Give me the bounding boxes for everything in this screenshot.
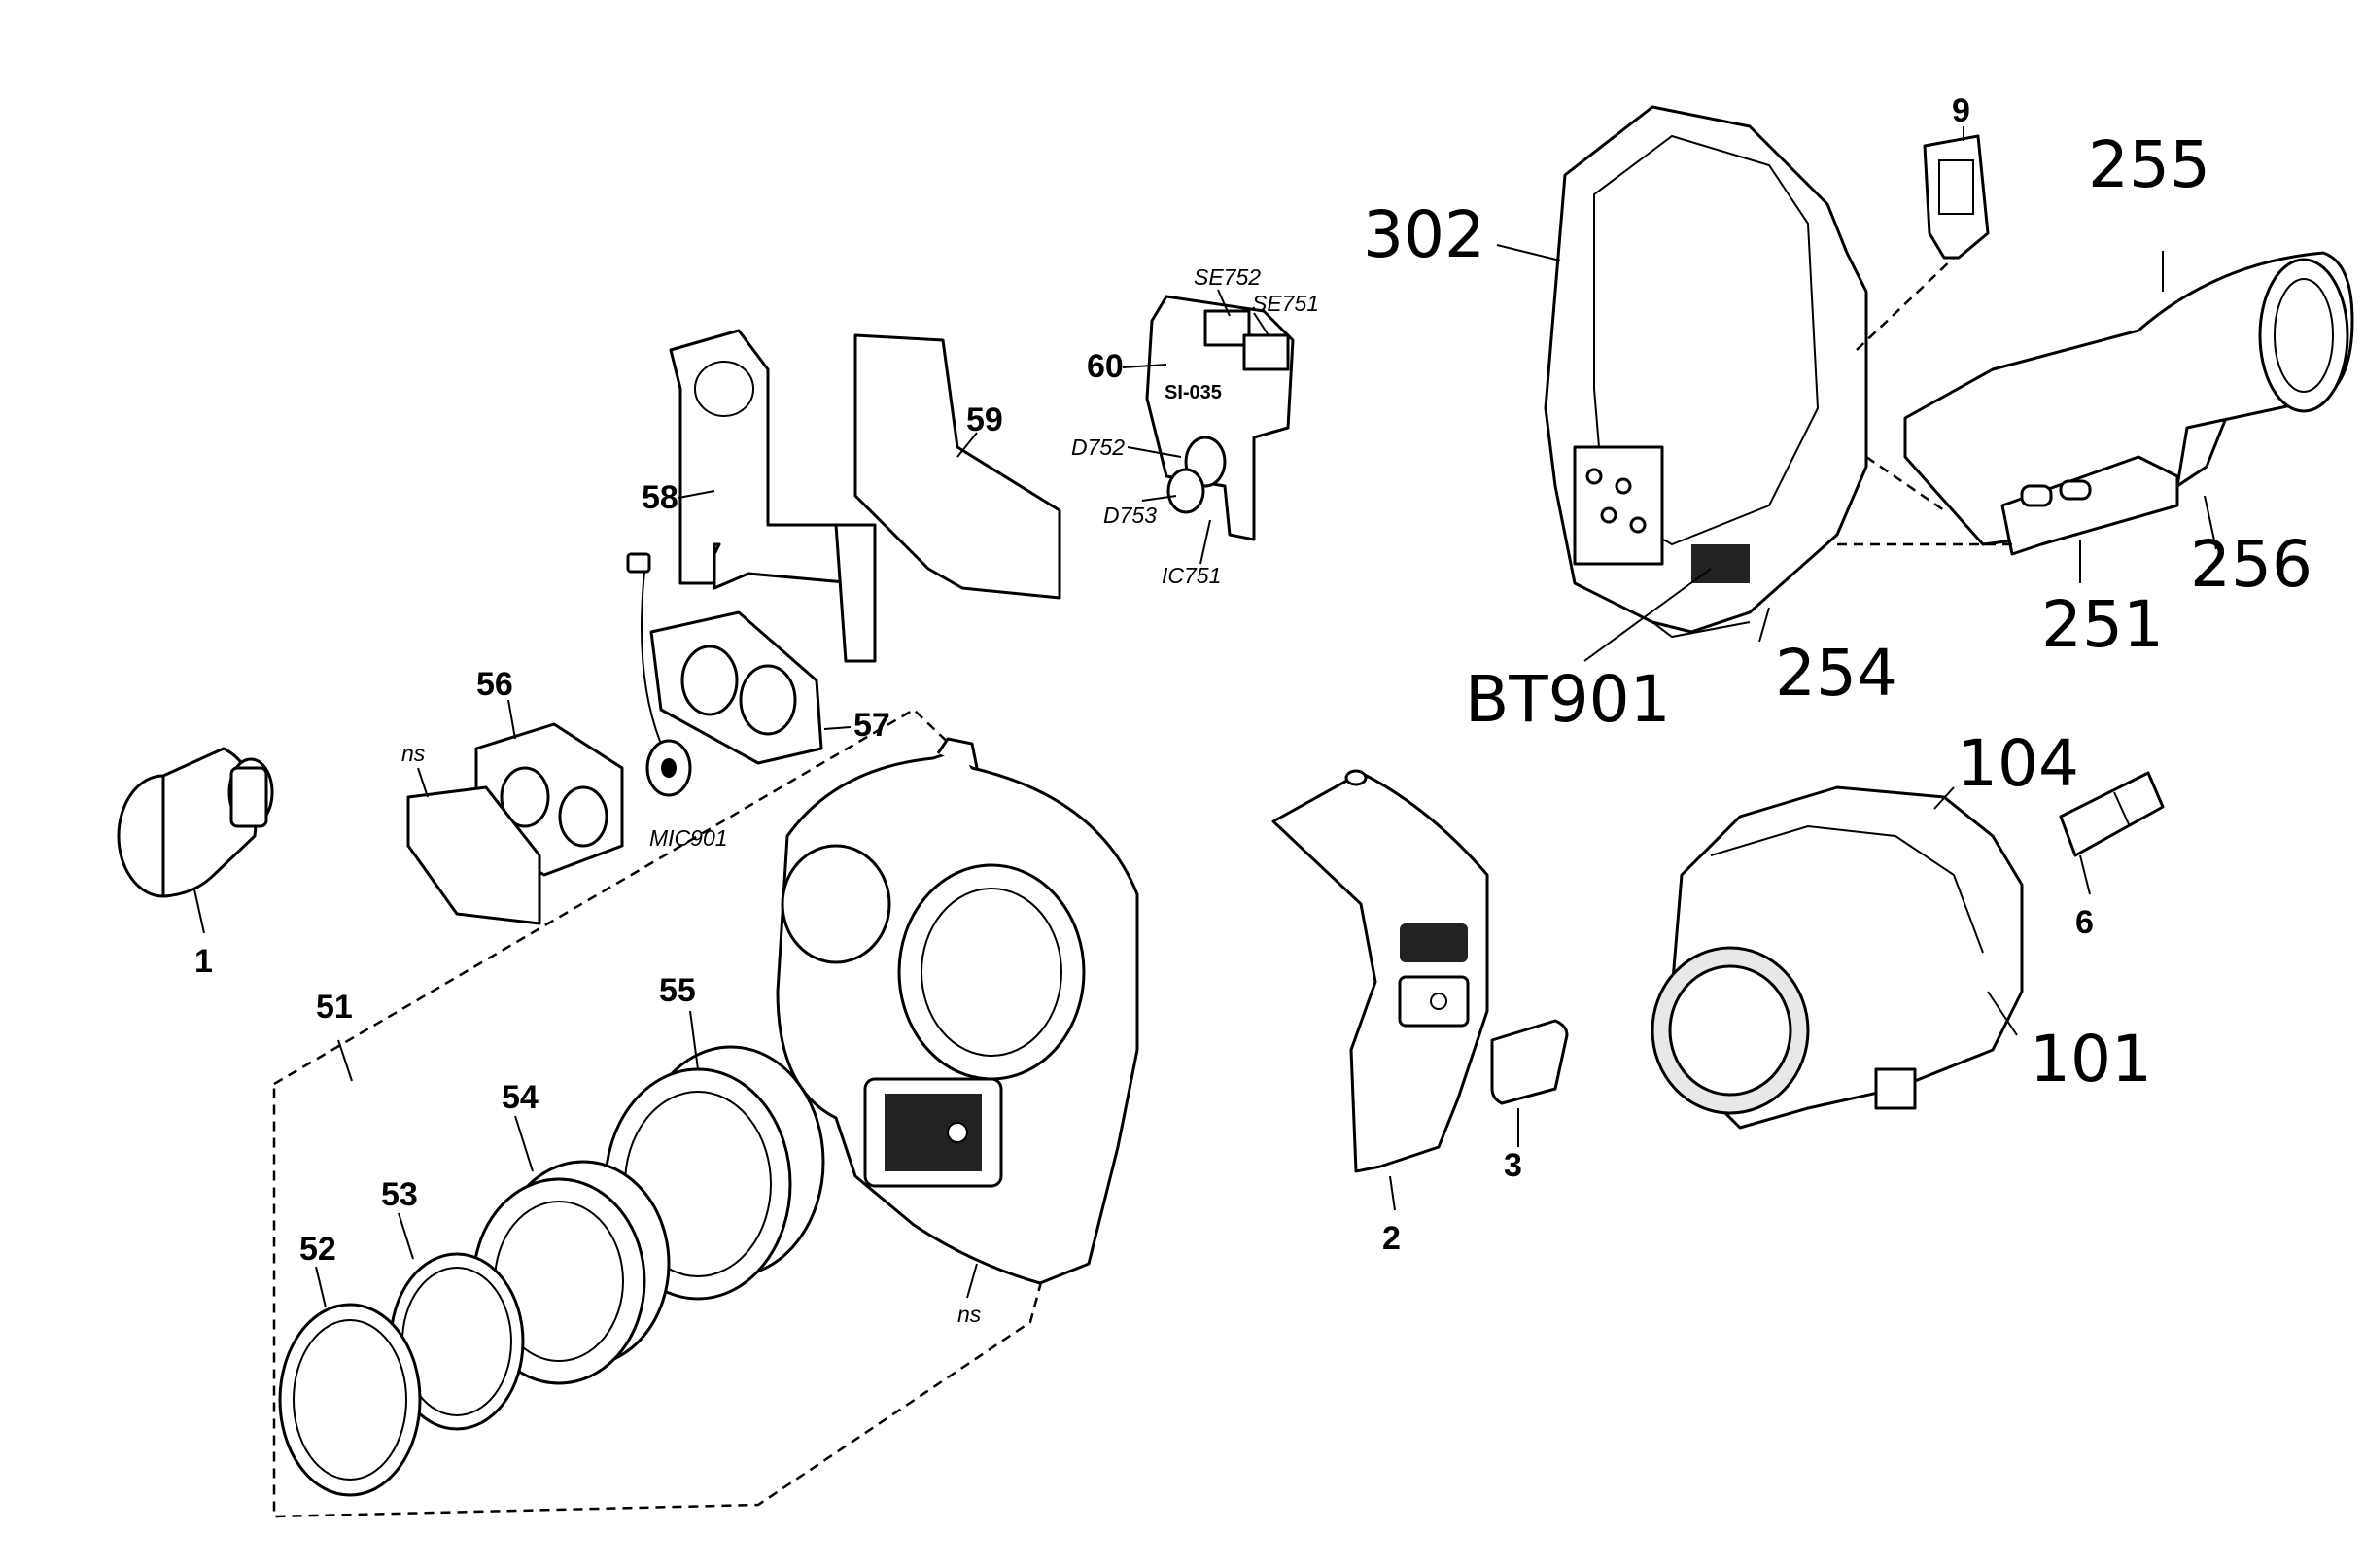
part-2-side-cover — [1271, 769, 1489, 1211]
label-6: 6 — [2075, 904, 2094, 941]
part-6-flex-strip — [2059, 771, 2165, 895]
label-54: 54 — [502, 1079, 539, 1116]
label-2: 2 — [1382, 1220, 1401, 1257]
label-3: 3 — [1504, 1147, 1522, 1184]
front-cabinet — [776, 737, 1139, 1285]
label-ns-a: ns — [401, 741, 426, 766]
board-marking: SI-035 — [1165, 382, 1222, 403]
label-104: 104 — [1957, 726, 2079, 801]
part-58-frame — [669, 329, 877, 663]
assembly-51-outline — [272, 708, 1139, 1518]
label-ns-b: ns — [957, 1302, 982, 1327]
part-9-bracket — [1923, 126, 1990, 260]
label-d753: D753 — [1103, 503, 1157, 528]
label-56: 56 — [476, 666, 513, 703]
label-d752: D752 — [1071, 435, 1125, 460]
label-60: 60 — [1087, 348, 1124, 385]
label-mic901: MIC901 — [649, 825, 728, 851]
label-bt901: BT901 — [1465, 662, 1671, 737]
part-57-bracket — [649, 610, 852, 765]
label-ic751: IC751 — [1162, 563, 1221, 588]
label-256: 256 — [2190, 527, 2312, 602]
label-53: 53 — [381, 1176, 418, 1213]
label-251: 251 — [2041, 587, 2164, 662]
label-254: 254 — [1775, 636, 1897, 711]
label-57: 57 — [853, 707, 890, 744]
viewfinder-assembly — [1903, 251, 2354, 583]
label-se752: SE752 — [1194, 264, 1261, 290]
label-302: 302 — [1363, 197, 1485, 272]
part-3-pad — [1490, 1019, 1569, 1147]
part-302-chassis — [1496, 105, 1868, 639]
label-255: 255 — [2088, 127, 2210, 202]
microphone-mic901 — [626, 552, 692, 797]
label-se751: SE751 — [1252, 291, 1319, 316]
label-59: 59 — [966, 401, 1003, 438]
label-58: 58 — [642, 479, 678, 516]
label-51: 51 — [316, 989, 353, 1026]
battery-bt901 — [1583, 568, 1770, 662]
label-52: 52 — [299, 1231, 336, 1268]
part-1-lens-knob — [117, 747, 274, 934]
part-59-sheet — [853, 333, 1061, 600]
label-9: 9 — [1952, 92, 1970, 129]
label-101: 101 — [2030, 1022, 2152, 1097]
part-60-sensor-board: SI-035 — [1122, 289, 1295, 565]
label-55: 55 — [659, 972, 696, 1009]
ns-plate — [406, 767, 541, 925]
label-1: 1 — [194, 943, 213, 980]
alignment-lines — [1837, 257, 2012, 546]
leader-104 — [1933, 786, 1955, 810]
part-101-lens-block — [1651, 785, 2024, 1130]
part-52-ring — [278, 1266, 422, 1497]
